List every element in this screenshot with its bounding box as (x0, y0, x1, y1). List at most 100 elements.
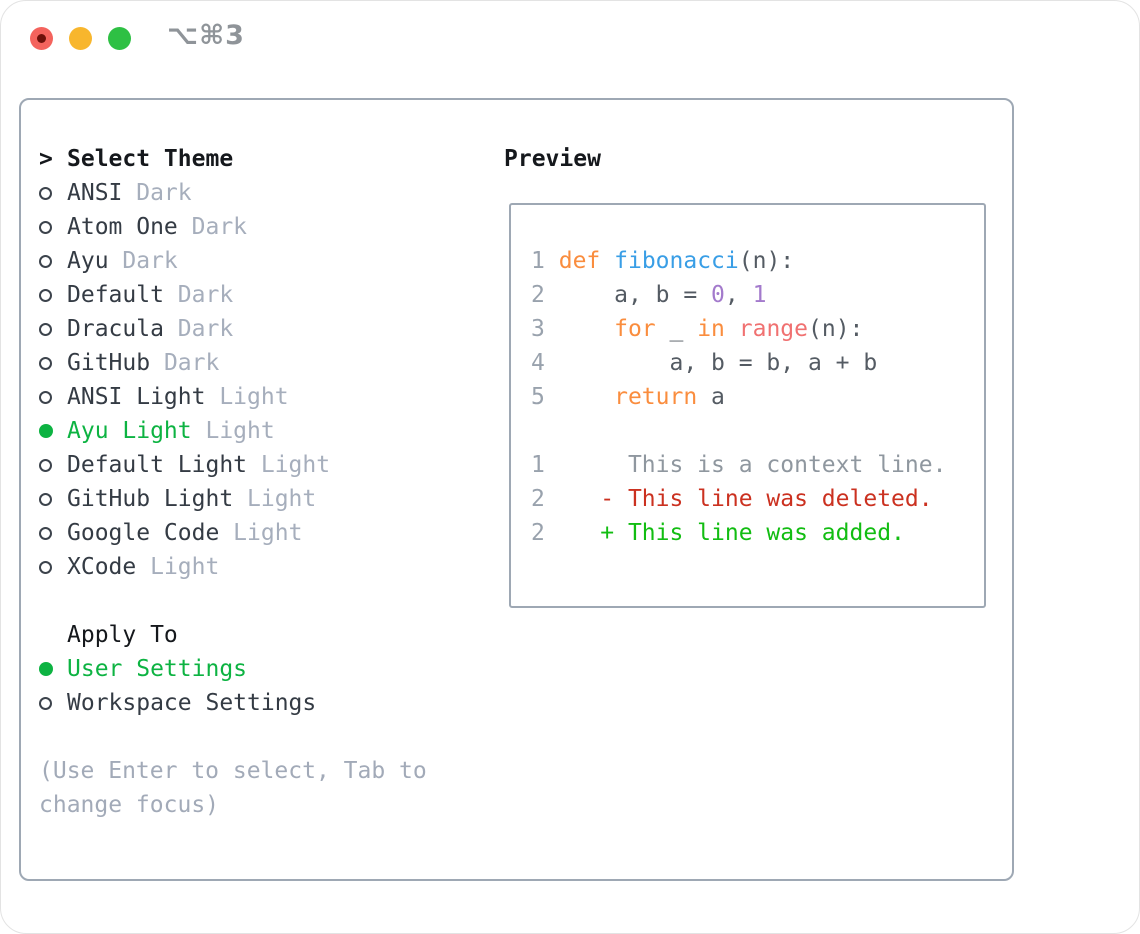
theme-option-label: Google Code Light (67, 520, 302, 546)
radio-icon (39, 254, 67, 268)
blank-line (531, 414, 984, 448)
zoom-button[interactable] (108, 27, 131, 50)
theme-variant: Dark (108, 248, 178, 274)
preview-title: Preview (504, 146, 601, 172)
theme-option-label: Atom One Dark (67, 214, 247, 240)
token: a, b = (544, 282, 712, 308)
theme-option-ansi[interactable]: ANSI Dark (39, 176, 489, 210)
theme-option-label: Ayu Light Light (67, 418, 275, 444)
theme-option-label: Default Dark (67, 282, 233, 308)
minimize-button[interactable] (69, 27, 92, 50)
theme-name: Google Code (67, 520, 220, 546)
radio-selected-icon (39, 424, 67, 438)
apply-option-user-settings[interactable]: User Settings (39, 652, 489, 686)
hint-text-line: (Use Enter to select, Tab to (39, 758, 427, 784)
theme-variant: Dark (122, 180, 192, 206)
theme-name: Default Light (67, 452, 248, 478)
radio-icon (39, 220, 67, 234)
theme-option-github-light[interactable]: GitHub Light Light (39, 482, 489, 516)
line-number: 2 (531, 282, 545, 308)
token: (n): (738, 248, 795, 274)
apply-to-title: Apply To (67, 622, 178, 648)
radio-icon (39, 696, 67, 710)
token (600, 248, 614, 274)
apply-option-label: User Settings (67, 656, 248, 682)
theme-variant: Light (191, 418, 275, 444)
theme-option-label: GitHub Dark (67, 350, 219, 376)
line-number: 5 (531, 384, 545, 410)
line-number: 3 (531, 316, 545, 342)
code-line: 1 def fibonacci(n): (531, 244, 984, 278)
theme-option-ansi-light[interactable]: ANSI Light Light (39, 380, 489, 414)
radio-selected-icon (39, 662, 67, 676)
close-button[interactable] (30, 27, 53, 50)
diff-deleted-line: 2 - This line was deleted. (531, 482, 984, 516)
prompt-marker: > (39, 146, 53, 172)
theme-variant: Dark (163, 316, 234, 342)
token: for (614, 316, 656, 342)
theme-option-xcode[interactable]: XCode Light (39, 550, 489, 584)
theme-name: Default (67, 282, 164, 308)
radio-icon (39, 560, 67, 574)
token: fibonacci (614, 248, 739, 274)
radio-icon (39, 458, 67, 472)
radio-icon (39, 288, 67, 302)
theme-name: Atom One (67, 214, 178, 240)
token: , (724, 282, 753, 308)
theme-option-dracula[interactable]: Dracula Dark (39, 312, 489, 346)
token: - This line was deleted. (544, 486, 933, 512)
token: _ (655, 316, 698, 342)
radio-icon (39, 322, 67, 336)
theme-name: ANSI (67, 180, 123, 206)
token (545, 316, 614, 342)
theme-option-label: GitHub Light Light (67, 486, 316, 512)
theme-name: XCode (67, 554, 137, 580)
token (545, 248, 559, 274)
theme-variant: Light (219, 520, 303, 546)
theme-variant: Dark (177, 214, 248, 240)
code-line: 4 a, b = b, a + b (531, 346, 984, 380)
apply-option-workspace-settings[interactable]: Workspace Settings (39, 686, 489, 720)
radio-icon (39, 492, 67, 506)
token: 1 (752, 282, 767, 308)
window-shortcut-label: ⌥⌘3 (167, 20, 245, 51)
theme-variant: Light (247, 452, 331, 478)
theme-option-label: Default Light Light (67, 452, 330, 478)
keyboard-hint: (Use Enter to select, Tab to change focus… (39, 754, 489, 822)
theme-name: Dracula (67, 316, 164, 342)
theme-option-label: ANSI Dark (67, 180, 192, 206)
line-number: 1 (531, 452, 545, 478)
theme-option-github[interactable]: GitHub Dark (39, 346, 489, 380)
code-line: 3 for _ in range(n): (531, 312, 984, 346)
radio-icon (39, 526, 67, 540)
theme-name: Ayu (67, 248, 109, 274)
theme-option-ayu[interactable]: Ayu Dark (39, 244, 489, 278)
line-number: 1 (531, 248, 545, 274)
spacer (39, 720, 489, 754)
theme-name: GitHub (67, 350, 151, 376)
hint-text-line: change focus) (39, 792, 220, 818)
token: a (697, 384, 725, 410)
code-line: 2 a, b = 0, 1 (531, 278, 984, 312)
theme-option-ayu-light[interactable]: Ayu Light Light (39, 414, 489, 448)
apply-option-label: Workspace Settings (67, 690, 317, 716)
theme-option-atom-one[interactable]: Atom One Dark (39, 210, 489, 244)
theme-variant: Dark (150, 350, 220, 376)
theme-option-default[interactable]: Default Dark (39, 278, 489, 312)
theme-option-google-code[interactable]: Google Code Light (39, 516, 489, 550)
token: (n): (808, 316, 864, 342)
theme-name: ANSI Light (67, 384, 206, 410)
spacer (39, 584, 489, 618)
diff-context-line: 1 This is a context line. (531, 448, 984, 482)
theme-variant: Dark (163, 282, 234, 308)
apply-to-header: Apply To (39, 618, 489, 652)
theme-option-default-light[interactable]: Default Light Light (39, 448, 489, 482)
theme-variant: Light (205, 384, 289, 410)
token (545, 384, 614, 410)
token: a, b = b, a + b (544, 350, 878, 376)
theme-variant: Light (233, 486, 317, 512)
